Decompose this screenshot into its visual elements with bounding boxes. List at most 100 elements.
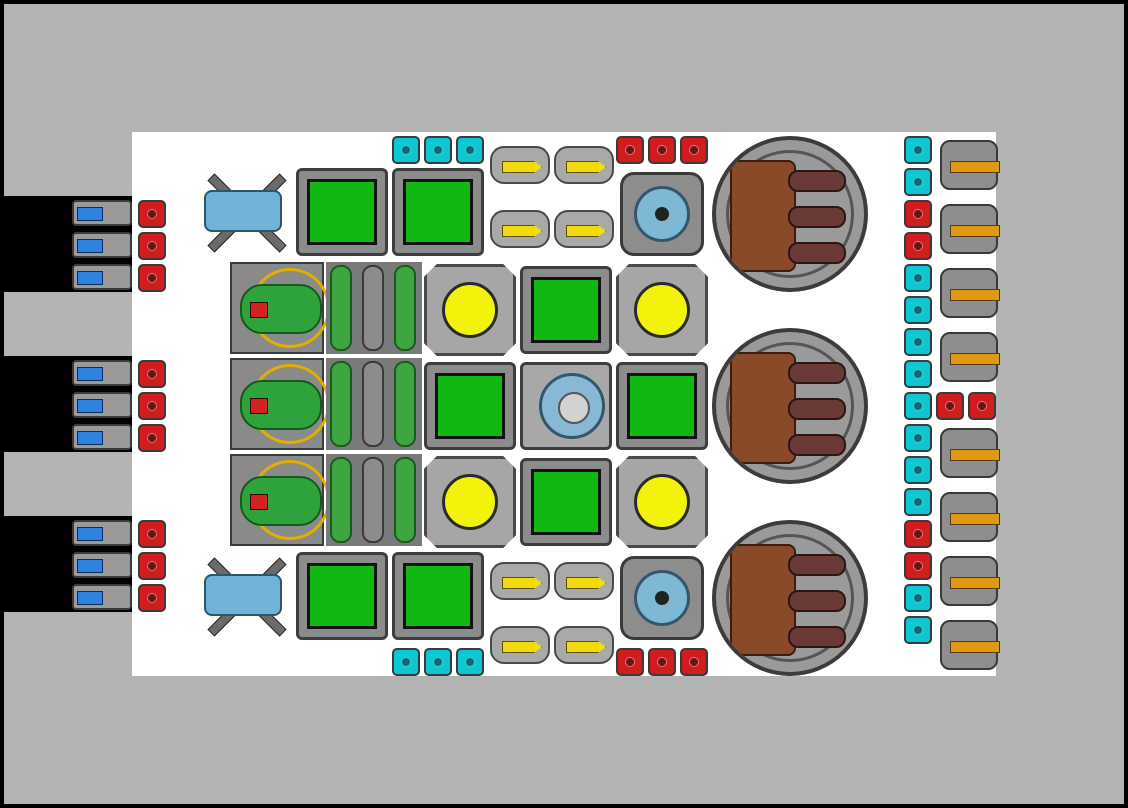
red-armor-block[interactable] <box>936 392 964 420</box>
green-block[interactable] <box>296 552 388 640</box>
missile-launcher[interactable] <box>554 562 614 600</box>
red-armor-block[interactable] <box>138 584 166 612</box>
reactor-core[interactable] <box>616 264 708 356</box>
red-armor-block[interactable] <box>680 648 708 676</box>
reactor-core[interactable] <box>424 264 516 356</box>
red-armor-block[interactable] <box>904 232 932 260</box>
missile-launcher[interactable] <box>490 146 550 184</box>
cyan-armor-block[interactable] <box>904 392 932 420</box>
red-armor-block[interactable] <box>616 648 644 676</box>
command-dome[interactable] <box>520 362 612 450</box>
cyan-armor-block[interactable] <box>904 616 932 644</box>
pipe-module[interactable] <box>326 454 422 546</box>
red-armor-block[interactable] <box>904 552 932 580</box>
bolt-icon <box>465 145 475 155</box>
cyan-armor-block[interactable] <box>904 296 932 324</box>
bolt-icon <box>913 465 923 475</box>
orange-side-gun[interactable] <box>940 428 1000 478</box>
blue-nozzle[interactable] <box>72 232 132 258</box>
reactor-core[interactable] <box>616 456 708 548</box>
orange-side-gun[interactable] <box>940 204 1000 254</box>
bolt-icon <box>913 561 923 571</box>
pipe-module[interactable] <box>326 358 422 450</box>
cyan-armor-block[interactable] <box>904 168 932 196</box>
missile-launcher[interactable] <box>490 210 550 248</box>
red-armor-block[interactable] <box>138 232 166 260</box>
cyan-armor-block[interactable] <box>424 136 452 164</box>
engine-module[interactable] <box>230 454 330 546</box>
triple-cannon-turret[interactable] <box>712 520 868 676</box>
red-armor-block[interactable] <box>138 520 166 548</box>
triple-cannon-turret[interactable] <box>712 136 868 292</box>
reactor-core[interactable] <box>424 456 516 548</box>
green-block[interactable] <box>520 458 612 546</box>
orange-side-gun[interactable] <box>940 620 1000 670</box>
missile-launcher[interactable] <box>554 626 614 664</box>
red-armor-block[interactable] <box>138 200 166 228</box>
red-armor-block[interactable] <box>138 264 166 292</box>
missile-launcher[interactable] <box>490 626 550 664</box>
green-block[interactable] <box>424 362 516 450</box>
red-armor-block[interactable] <box>648 136 676 164</box>
cyan-armor-block[interactable] <box>392 136 420 164</box>
missile-launcher[interactable] <box>554 210 614 248</box>
cyan-armor-block[interactable] <box>904 360 932 388</box>
bolt-icon <box>913 241 923 251</box>
cross-thruster-bottom[interactable] <box>200 552 292 640</box>
cyan-armor-block[interactable] <box>456 136 484 164</box>
blue-nozzle[interactable] <box>72 360 132 386</box>
bolt-icon <box>465 657 475 667</box>
bolt-icon <box>977 401 987 411</box>
blue-nozzle[interactable] <box>72 584 132 610</box>
green-block[interactable] <box>392 552 484 640</box>
blue-nozzle[interactable] <box>72 392 132 418</box>
pipe-module[interactable] <box>326 262 422 354</box>
bolt-icon <box>433 657 443 667</box>
blue-nozzle[interactable] <box>72 520 132 546</box>
cyan-armor-block[interactable] <box>904 424 932 452</box>
orange-side-gun[interactable] <box>940 332 1000 382</box>
red-armor-block[interactable] <box>904 200 932 228</box>
blue-turret[interactable] <box>620 556 704 640</box>
cross-thruster-top[interactable] <box>200 168 292 256</box>
blue-nozzle[interactable] <box>72 552 132 578</box>
bolt-icon <box>433 145 443 155</box>
bolt-icon <box>657 657 667 667</box>
red-armor-block[interactable] <box>138 360 166 388</box>
red-armor-block[interactable] <box>138 552 166 580</box>
blue-nozzle[interactable] <box>72 200 132 226</box>
red-armor-block[interactable] <box>616 136 644 164</box>
orange-side-gun[interactable] <box>940 492 1000 542</box>
green-block[interactable] <box>392 168 484 256</box>
blue-nozzle[interactable] <box>72 424 132 450</box>
cyan-armor-block[interactable] <box>904 136 932 164</box>
green-block[interactable] <box>296 168 388 256</box>
red-armor-block[interactable] <box>648 648 676 676</box>
bolt-icon <box>913 209 923 219</box>
cyan-armor-block[interactable] <box>456 648 484 676</box>
engine-module[interactable] <box>230 358 330 450</box>
triple-cannon-turret[interactable] <box>712 328 868 484</box>
red-armor-block[interactable] <box>680 136 708 164</box>
cyan-armor-block[interactable] <box>904 488 932 516</box>
missile-launcher[interactable] <box>554 146 614 184</box>
orange-side-gun[interactable] <box>940 556 1000 606</box>
missile-launcher[interactable] <box>490 562 550 600</box>
orange-side-gun[interactable] <box>940 140 1000 190</box>
cyan-armor-block[interactable] <box>904 584 932 612</box>
cyan-armor-block[interactable] <box>424 648 452 676</box>
red-armor-block[interactable] <box>138 392 166 420</box>
red-armor-block[interactable] <box>904 520 932 548</box>
blue-turret[interactable] <box>620 172 704 256</box>
blue-nozzle[interactable] <box>72 264 132 290</box>
cyan-armor-block[interactable] <box>904 264 932 292</box>
cyan-armor-block[interactable] <box>904 328 932 356</box>
cyan-armor-block[interactable] <box>392 648 420 676</box>
engine-module[interactable] <box>230 262 330 354</box>
red-armor-block[interactable] <box>138 424 166 452</box>
green-block[interactable] <box>616 362 708 450</box>
green-block[interactable] <box>520 266 612 354</box>
red-armor-block[interactable] <box>968 392 996 420</box>
cyan-armor-block[interactable] <box>904 456 932 484</box>
orange-side-gun[interactable] <box>940 268 1000 318</box>
